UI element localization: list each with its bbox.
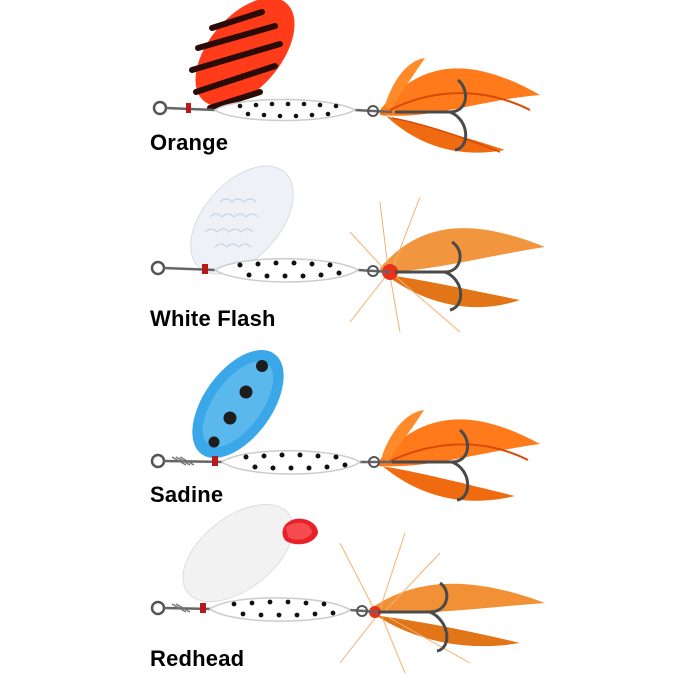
lure-body — [220, 450, 362, 475]
lure-body — [208, 597, 352, 622]
lure-item-white-flash: White Flash — [0, 165, 700, 342]
spinner-blade — [182, 503, 318, 603]
feather-fly — [378, 410, 540, 501]
spinner-wire — [150, 453, 392, 469]
feather-fly — [380, 58, 540, 153]
spinner-lure-image — [150, 350, 540, 502]
lure-label: Redhead — [150, 646, 245, 671]
lure-body — [213, 98, 357, 122]
lure-item-sadine: Sadine — [0, 344, 700, 514]
spinner-blade — [190, 165, 294, 275]
spinner-wire — [150, 260, 391, 277]
treble-hook — [378, 581, 449, 653]
treble-hook — [395, 78, 468, 152]
spinner-lure-image — [152, 0, 540, 153]
feather-fly — [339, 532, 545, 674]
spinner-wire — [152, 100, 393, 117]
treble-hook — [392, 428, 470, 502]
lure-label: White Flash — [150, 306, 276, 331]
spinner-wire — [150, 600, 379, 617]
lure-label: Sadine — [150, 482, 224, 507]
lure-body — [213, 258, 360, 283]
spinner-blade — [189, 0, 295, 111]
spinner-lure-image — [150, 503, 545, 674]
lure-item-redhead: Redhead — [0, 503, 700, 683]
spinner-blade — [192, 350, 284, 458]
feather-fly — [349, 196, 545, 333]
lure-item-orange: Orange — [0, 0, 700, 170]
lure-label: Orange — [150, 130, 229, 155]
treble-hook — [395, 240, 463, 312]
spinner-lure-image — [150, 165, 545, 333]
